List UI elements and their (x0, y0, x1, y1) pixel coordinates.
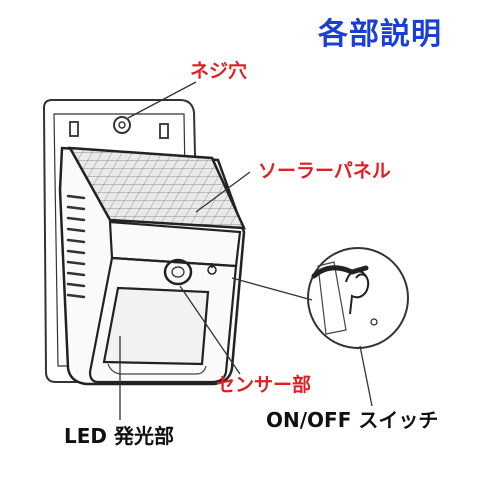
screw-hole (113, 116, 131, 134)
led-panel (102, 286, 210, 375)
bracket-clips (69, 121, 169, 139)
label-led: LED 発光部 (64, 424, 174, 448)
label-sensor: センサー部 (216, 374, 312, 396)
label-solar-panel: ソーラーパネル (258, 160, 391, 182)
sensor (163, 258, 193, 286)
vent-slots (66, 194, 86, 299)
page-title: 各部説明 (318, 17, 442, 52)
leader-lines (119, 81, 373, 420)
front-face (88, 220, 242, 384)
label-screw-hole: ネジ穴 (190, 60, 248, 82)
label-switch: ON/OFF スイッチ (266, 408, 439, 432)
switch-zoom-inset (307, 247, 409, 349)
switch-icon (207, 263, 217, 275)
